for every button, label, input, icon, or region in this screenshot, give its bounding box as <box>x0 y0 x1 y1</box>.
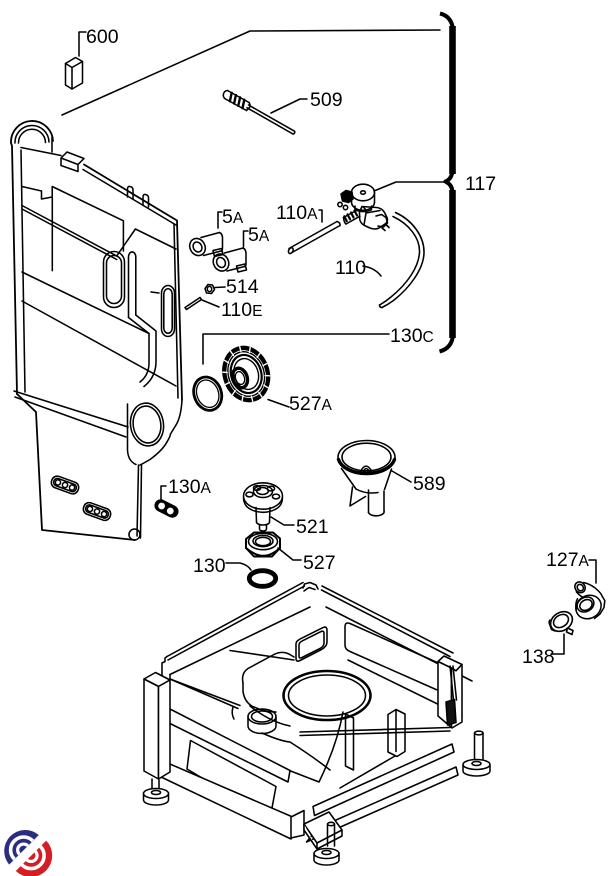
svg-text:589: 589 <box>413 473 446 495</box>
svg-text:130C: 130C <box>390 325 434 347</box>
svg-text:521: 521 <box>296 516 329 538</box>
svg-text:527A: 527A <box>289 393 333 415</box>
svg-text:117: 117 <box>465 173 496 195</box>
svg-text:527: 527 <box>303 552 336 574</box>
svg-text:130A: 130A <box>168 476 212 498</box>
svg-text:110: 110 <box>335 257 366 279</box>
svg-text:127A: 127A <box>546 549 590 571</box>
svg-text:110E: 110E <box>221 299 262 321</box>
svg-text:509: 509 <box>310 89 343 111</box>
svg-text:110A: 110A <box>276 202 318 224</box>
svg-text:138: 138 <box>522 646 555 668</box>
svg-text:5A: 5A <box>222 206 244 228</box>
svg-text:514: 514 <box>226 276 259 298</box>
svg-text:5A: 5A <box>248 224 270 246</box>
svg-text:130: 130 <box>193 555 226 577</box>
svg-text:600: 600 <box>86 26 119 48</box>
